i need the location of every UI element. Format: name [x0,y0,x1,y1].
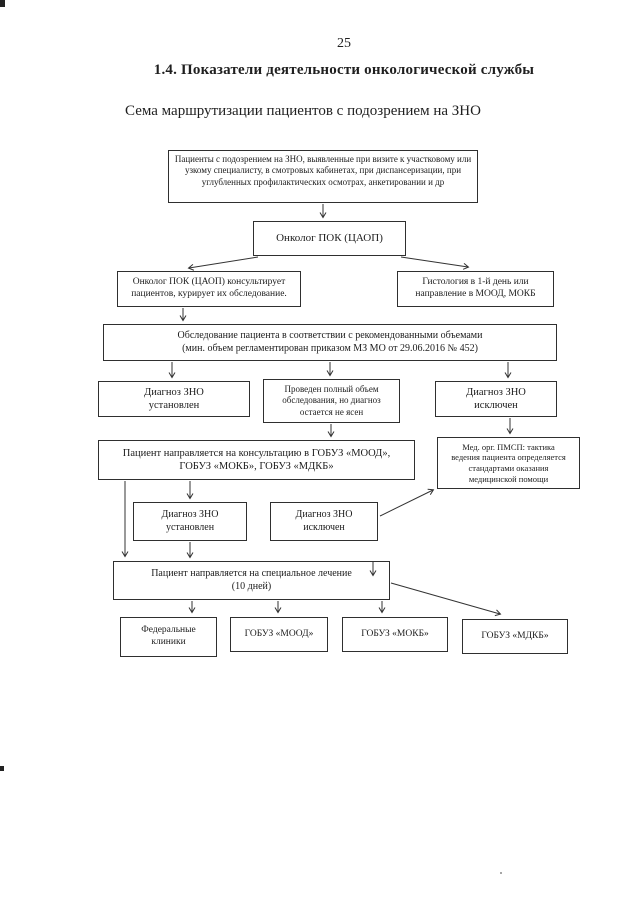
node-referral: Пациент направляется на консультацию в Г… [98,440,415,480]
scan-artifact [0,766,4,771]
node-treatment: Пациент направляется на специальное лече… [113,561,390,600]
node-suspicion: Пациенты с подозрением на ЗНО, выявленны… [168,150,478,203]
node-consult: Онколог ПОК (ЦАОП) консультирует пациент… [117,271,301,307]
node-mokb: ГОБУЗ «МОКБ» [342,617,448,652]
node-mdkb: ГОБУЗ «МДКБ» [462,619,568,654]
page-number: 25 [337,36,351,51]
node-full-exam-unclear: Проведен полный объем обследования, но д… [263,379,400,423]
node-examination: Обследование пациента в соответствии с р… [103,324,557,361]
node-federal-clinics: Федеральные клиники [120,617,217,657]
node-mood: ГОБУЗ «МООД» [230,617,328,652]
node-dx-excluded-2: Диагноз ЗНО исключен [270,502,378,541]
arrow-treatment-mdkb [390,582,502,617]
node-dx-established-1: Диагноз ЗНО установлен [98,381,250,417]
scan-artifact [500,872,502,874]
node-oncologist-pok-caop: Онколог ПОК (ЦАОП) [253,221,406,256]
node-histology: Гистология в 1-й день или направление в … [397,271,554,307]
node-dx-established-2: Диагноз ЗНО установлен [133,502,247,541]
node-dx-excluded-1: Диагноз ЗНО исключен [435,381,557,417]
arrow-excluded2-pmsp [379,488,435,517]
node-pmsp: Мед. орг. ПМСП: тактика ведения пациента… [437,437,580,489]
diagram-title: Сема маршрутизации пациентов с подозрени… [125,103,481,119]
arrow-oncologist-consult [187,256,259,271]
arrow-oncologist-histology [400,256,470,270]
scan-artifact [0,0,5,7]
section-heading: 1.4. Показатели деятельности онкологичес… [153,62,535,78]
